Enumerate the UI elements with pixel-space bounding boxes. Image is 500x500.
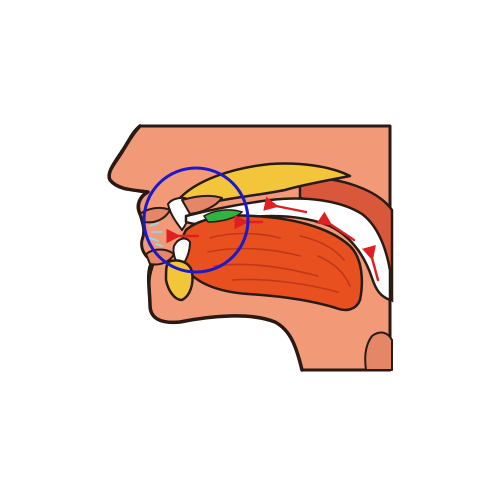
airflow-arrows: [166, 196, 380, 282]
face-profile-outline: [107, 124, 304, 372]
airflow-arrow: [362, 244, 380, 282]
contact-point: [202, 209, 244, 223]
airflow-arrow: [263, 196, 308, 214]
air-turbulence: [149, 222, 163, 247]
highlight-circle: [142, 166, 250, 274]
larynx-region: [364, 331, 393, 371]
airflow-arrow: [316, 211, 356, 242]
upper-lip: [139, 206, 171, 224]
